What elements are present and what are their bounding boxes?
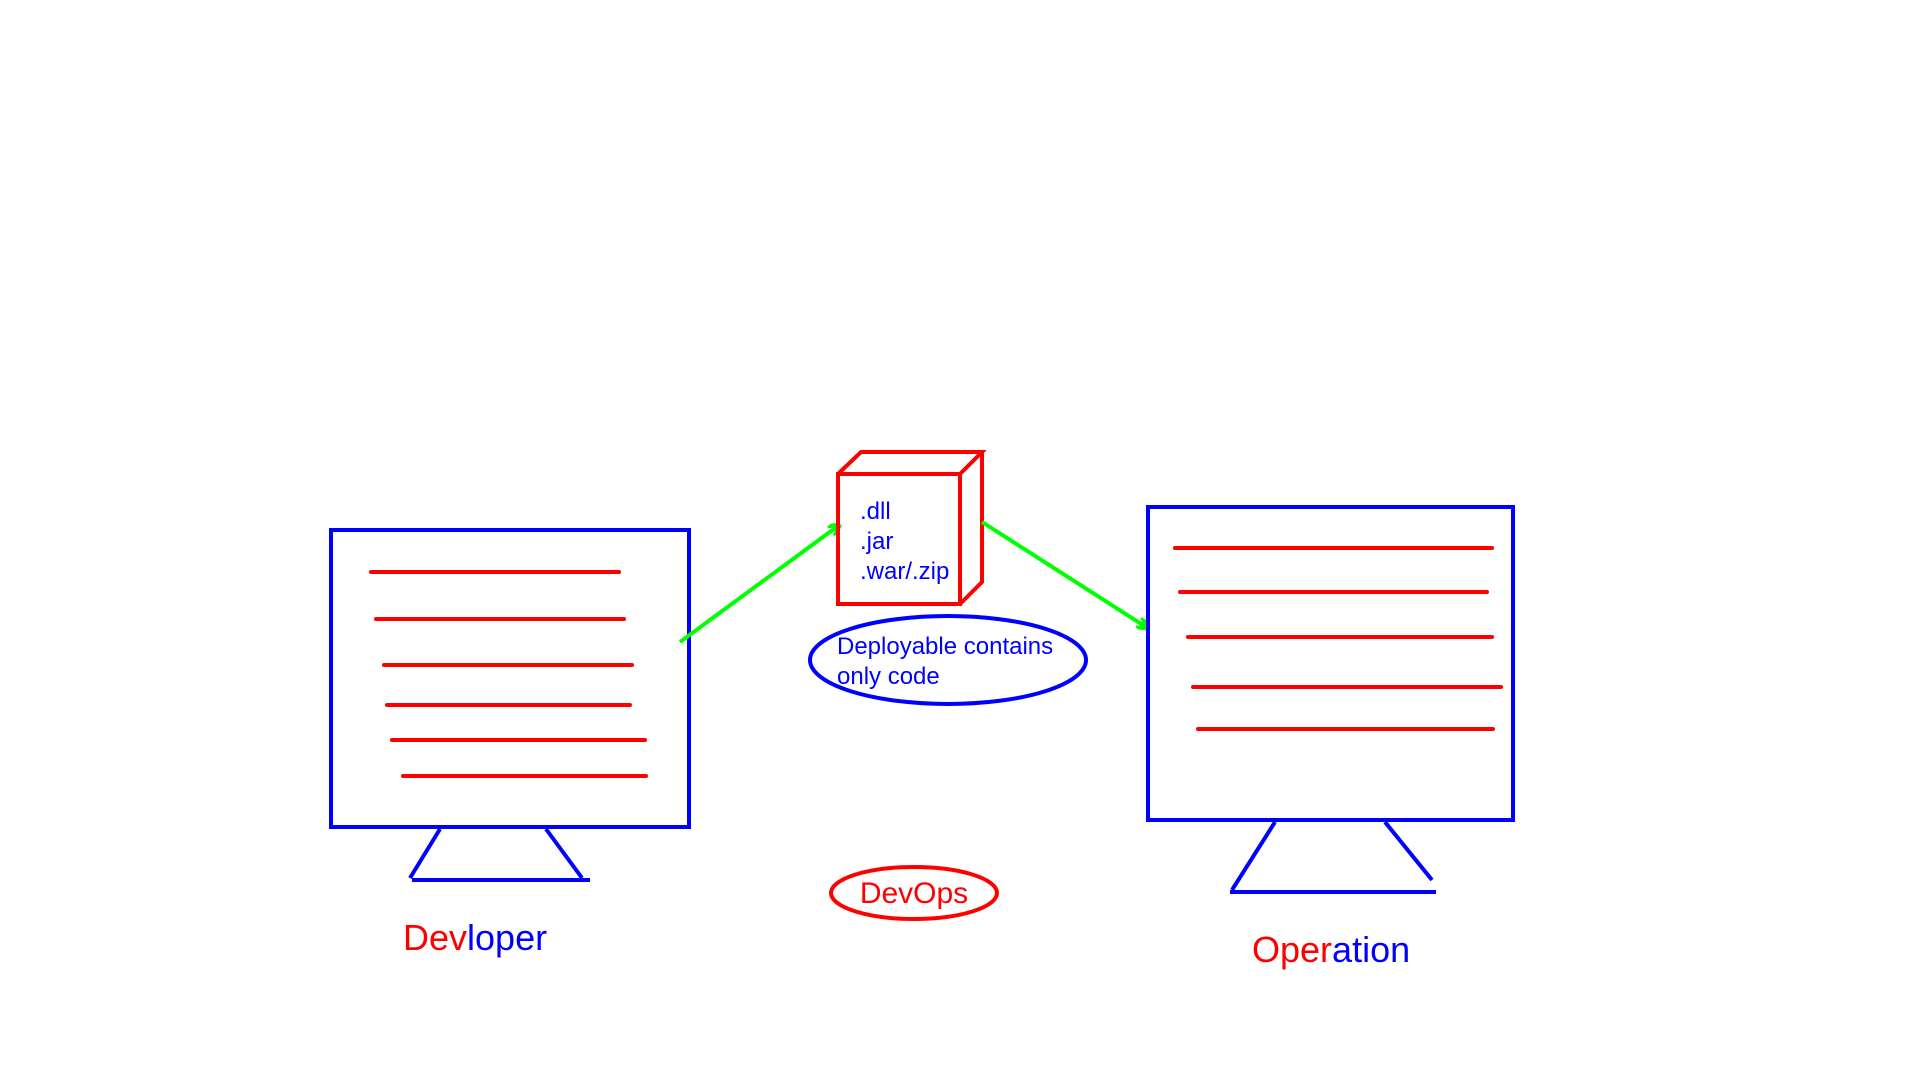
operation-monitor xyxy=(1146,505,1515,894)
devops-label: DevOps xyxy=(860,877,968,910)
operation-label-blue: ation xyxy=(1332,929,1410,970)
artifact-ext-dll: .dll xyxy=(860,498,891,525)
operation-label: Operation xyxy=(1252,929,1410,970)
developer-label-red: Dev xyxy=(403,917,467,958)
developer-code-lines xyxy=(369,570,648,778)
developer-label-blue: loper xyxy=(467,917,547,958)
arrow-dev-to-artifact xyxy=(678,526,838,644)
deployable-note-line1: Deployable contains xyxy=(837,633,1053,660)
developer-stand xyxy=(408,827,590,882)
operation-screen xyxy=(1146,505,1515,822)
artifact-front-face xyxy=(836,472,962,606)
artifact-box xyxy=(836,450,987,606)
arrow-artifact-to-ops xyxy=(980,520,1146,627)
operation-stand xyxy=(1230,820,1436,894)
devops-ellipse xyxy=(829,865,999,921)
developer-label: Devloper xyxy=(403,917,547,958)
operation-code-lines xyxy=(1173,546,1503,731)
developer-monitor xyxy=(329,528,691,882)
artifact-ext-war-zip: .war/.zip xyxy=(860,558,949,585)
operation-label-red: Oper xyxy=(1252,929,1332,970)
developer-screen xyxy=(329,528,691,829)
artifact-top-face xyxy=(836,450,987,476)
deployable-note-ellipse xyxy=(808,614,1088,706)
deployable-note-line2: only code xyxy=(837,663,940,690)
artifact-side-face xyxy=(958,450,984,606)
artifact-ext-jar: .jar xyxy=(860,528,893,555)
